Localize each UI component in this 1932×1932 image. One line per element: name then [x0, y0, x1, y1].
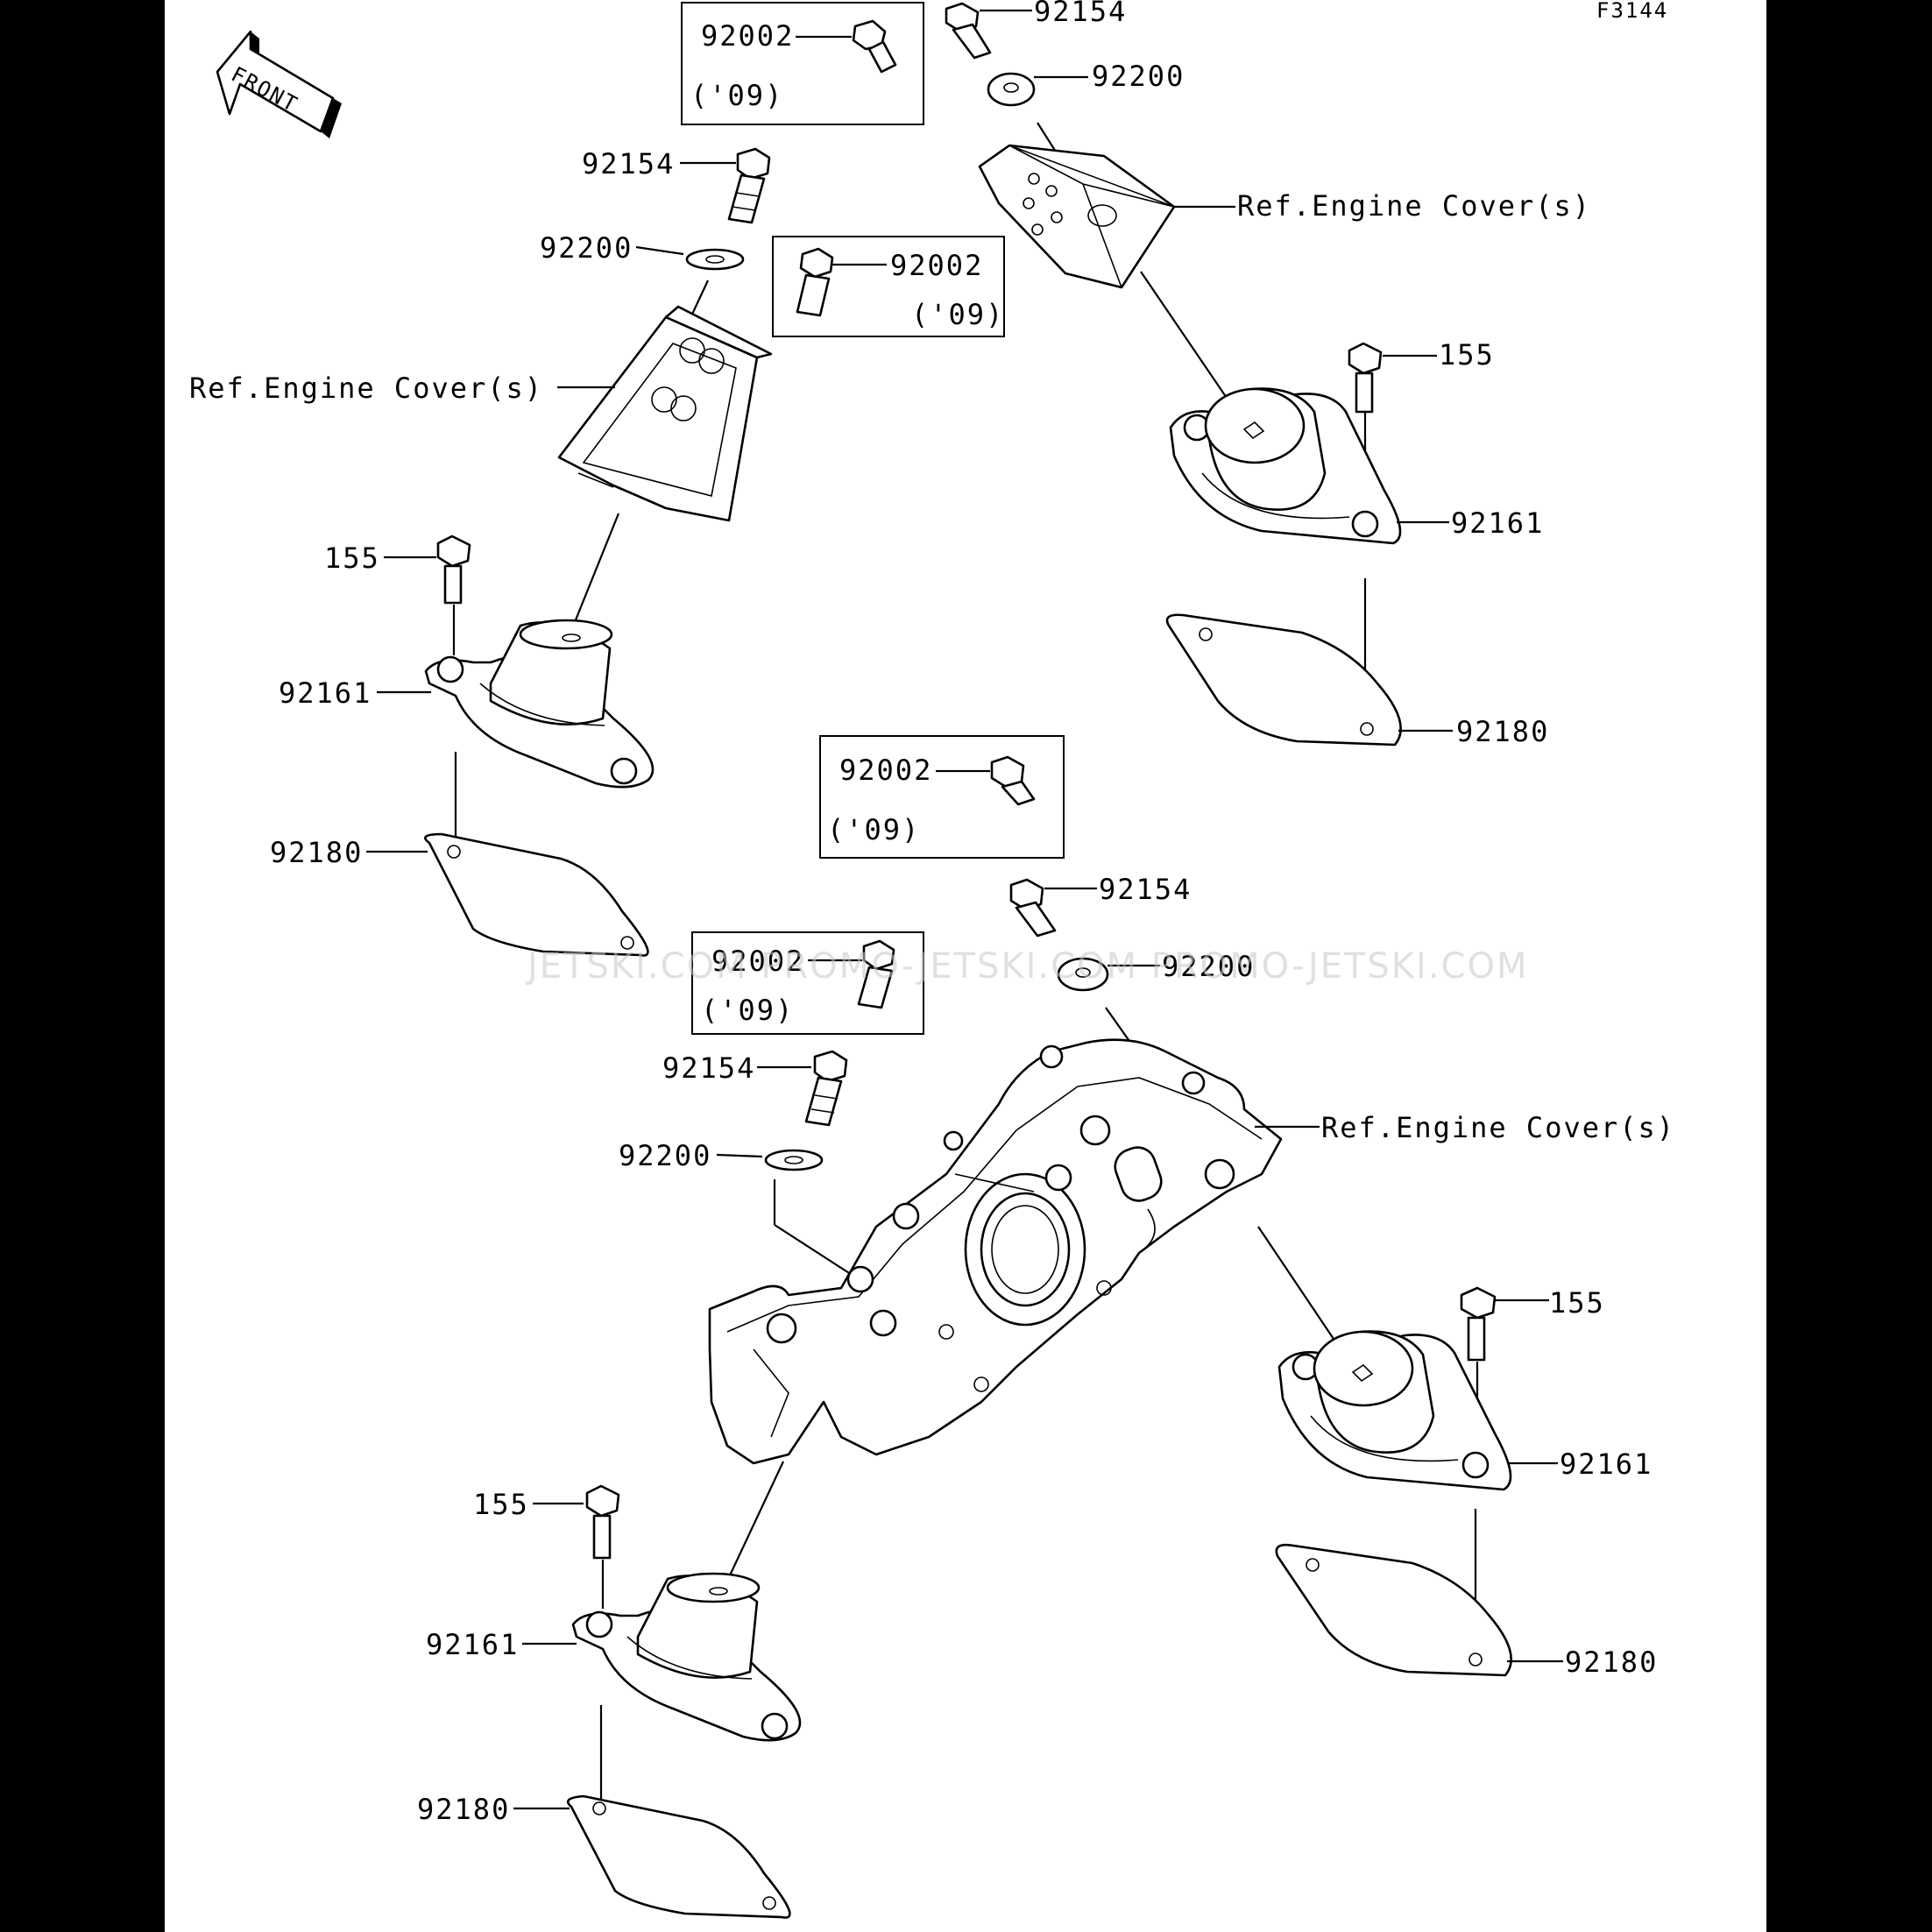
bolt-icon	[857, 939, 895, 1009]
label-year-4: ('09)	[701, 994, 794, 1027]
label-92180-1: 92180	[270, 836, 363, 869]
washer-icon	[685, 248, 745, 271]
label-92002-3: 92002	[839, 754, 932, 787]
watermark: JETSKI.COM PROMO-JETSKI.COM PROMO-JETSKI…	[525, 946, 1528, 987]
ref-label-3: Ref.Engine Cover(s)	[1321, 1111, 1675, 1144]
label-92154-3: 92154	[1099, 873, 1192, 906]
bolt-icon	[945, 2, 992, 60]
bolt-icon	[796, 247, 834, 317]
label-92154-4: 92154	[662, 1051, 755, 1085]
label-92200-2: 92200	[1092, 60, 1185, 93]
bolt-icon	[852, 19, 897, 74]
label-155-3: 155	[1549, 1286, 1605, 1320]
rubber-mount-left	[424, 619, 655, 789]
label-155-4: 155	[473, 1488, 529, 1521]
label-155-1: 155	[324, 541, 380, 575]
gasket-plate-left	[424, 832, 649, 957]
gasket-plate-right-lower	[1275, 1543, 1512, 1677]
gasket-plate-right	[1165, 613, 1402, 747]
engine-bracket-right	[978, 144, 1176, 289]
label-92154-2: 92154	[1034, 0, 1127, 28]
bolt-icon	[804, 1050, 848, 1127]
label-92002-1: 92002	[701, 19, 794, 53]
label-92161-2: 92161	[1451, 506, 1544, 540]
label-year-1: ('09)	[690, 79, 783, 112]
washer-icon	[987, 72, 1036, 107]
rubber-mount-right	[1169, 387, 1402, 545]
gasket-plate-left-lower	[567, 1794, 791, 1919]
label-92002-4: 92002	[711, 945, 804, 978]
label-92200-1: 92200	[540, 231, 633, 265]
label-year-3: ('09)	[827, 813, 920, 846]
bolt-icon	[1009, 878, 1057, 938]
washer-icon	[764, 1149, 824, 1171]
label-92154-1: 92154	[582, 147, 675, 180]
label-year-2: ('09)	[911, 298, 1004, 331]
label-92180-4: 92180	[417, 1793, 510, 1826]
rubber-mount-left-lower	[571, 1572, 802, 1742]
engine-bracket-left	[557, 305, 773, 522]
bolt-icon	[990, 755, 1036, 806]
callout-box-92002-1	[681, 2, 924, 125]
bolt-icon	[436, 534, 471, 605]
label-92161-1: 92161	[279, 676, 372, 710]
callout-box-92002-2	[772, 236, 1005, 337]
rubber-mount-right-lower	[1277, 1330, 1512, 1491]
bolt-icon	[1460, 1286, 1497, 1362]
callout-box-92002-4	[691, 931, 924, 1035]
label-92200-4: 92200	[619, 1139, 711, 1172]
label-155-2: 155	[1439, 338, 1495, 372]
figure-id: F3144	[1596, 0, 1668, 23]
label-92002-2: 92002	[890, 249, 983, 282]
label-92161-4: 92161	[426, 1628, 519, 1661]
label-92161-3: 92161	[1560, 1447, 1652, 1481]
label-92180-3: 92180	[1565, 1645, 1658, 1679]
callout-box-92002-3	[819, 735, 1065, 859]
ref-label-2: Ref.Engine Cover(s)	[1237, 189, 1591, 223]
engine-cover	[708, 1038, 1283, 1465]
washer-icon	[1057, 957, 1109, 992]
ref-label-1: Ref.Engine Cover(s)	[189, 372, 543, 405]
bolt-icon	[727, 147, 771, 224]
label-92200-3: 92200	[1162, 950, 1255, 983]
bolt-icon	[585, 1484, 620, 1560]
label-92180-2: 92180	[1456, 715, 1549, 748]
